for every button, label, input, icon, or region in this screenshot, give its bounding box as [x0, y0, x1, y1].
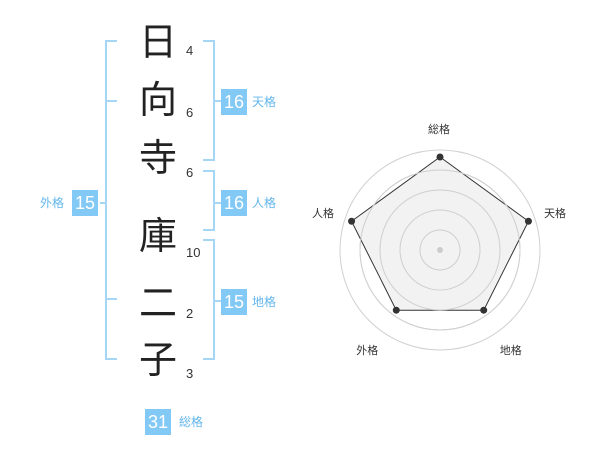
radar-ring	[339, 149, 541, 351]
radar-series-polygon	[350, 156, 530, 311]
radar-ring-overlay	[379, 189, 501, 311]
stroke-count-4: 10	[186, 245, 201, 260]
jinkaku-bracket	[203, 170, 221, 231]
radar-axis-label-3: 地格	[499, 343, 522, 357]
tenkaku-value-badge: 16	[221, 89, 248, 115]
radar-point-4	[392, 306, 400, 314]
name-char-4: 庫	[138, 214, 177, 258]
stroke-count-5: 2	[186, 306, 194, 321]
radar-axis-label-4: 外格	[356, 343, 379, 357]
chikaku-value-badge: 15	[221, 289, 248, 315]
radar-axis-label-1: 総格	[428, 123, 450, 136]
radar-axis-label-5: 人格	[311, 207, 334, 221]
chikaku-label: 地格	[252, 295, 277, 309]
tenkaku-bracket	[203, 40, 221, 161]
name-char-5: 二	[138, 281, 177, 325]
stroke-count-3: 6	[186, 165, 194, 180]
radar-point-1	[436, 153, 444, 161]
gaikaku-label: 外格	[40, 196, 65, 210]
name-char-6: 子	[138, 338, 177, 382]
gaikaku-bracket	[100, 40, 117, 360]
stroke-count-1: 4	[186, 43, 194, 58]
radar-point-2	[524, 217, 532, 225]
radar-ring-overlay	[419, 229, 461, 271]
soukaku-value-badge: 31	[145, 409, 172, 435]
stroke-count-2: 6	[186, 105, 194, 120]
radar-point-5	[348, 217, 356, 225]
stroke-count-6: 3	[186, 366, 194, 381]
name-char-3: 寺	[138, 136, 177, 180]
tenkaku-label: 天格	[252, 95, 277, 109]
radar-point-3	[480, 306, 488, 314]
radar-center-dot	[437, 247, 443, 253]
jinkaku-value-badge: 16	[221, 190, 248, 216]
name-char-1: 日	[138, 20, 177, 64]
gaikaku-value-badge: 15	[72, 190, 99, 216]
name-char-2: 向	[138, 78, 177, 122]
radar-ring-overlay	[359, 169, 521, 331]
chikaku-bracket	[203, 239, 221, 360]
radar-ring-overlay	[399, 209, 481, 291]
radar-axis-label-2: 天格	[544, 207, 567, 221]
jinkaku-label: 人格	[252, 196, 277, 210]
soukaku-label: 総格	[179, 415, 204, 429]
